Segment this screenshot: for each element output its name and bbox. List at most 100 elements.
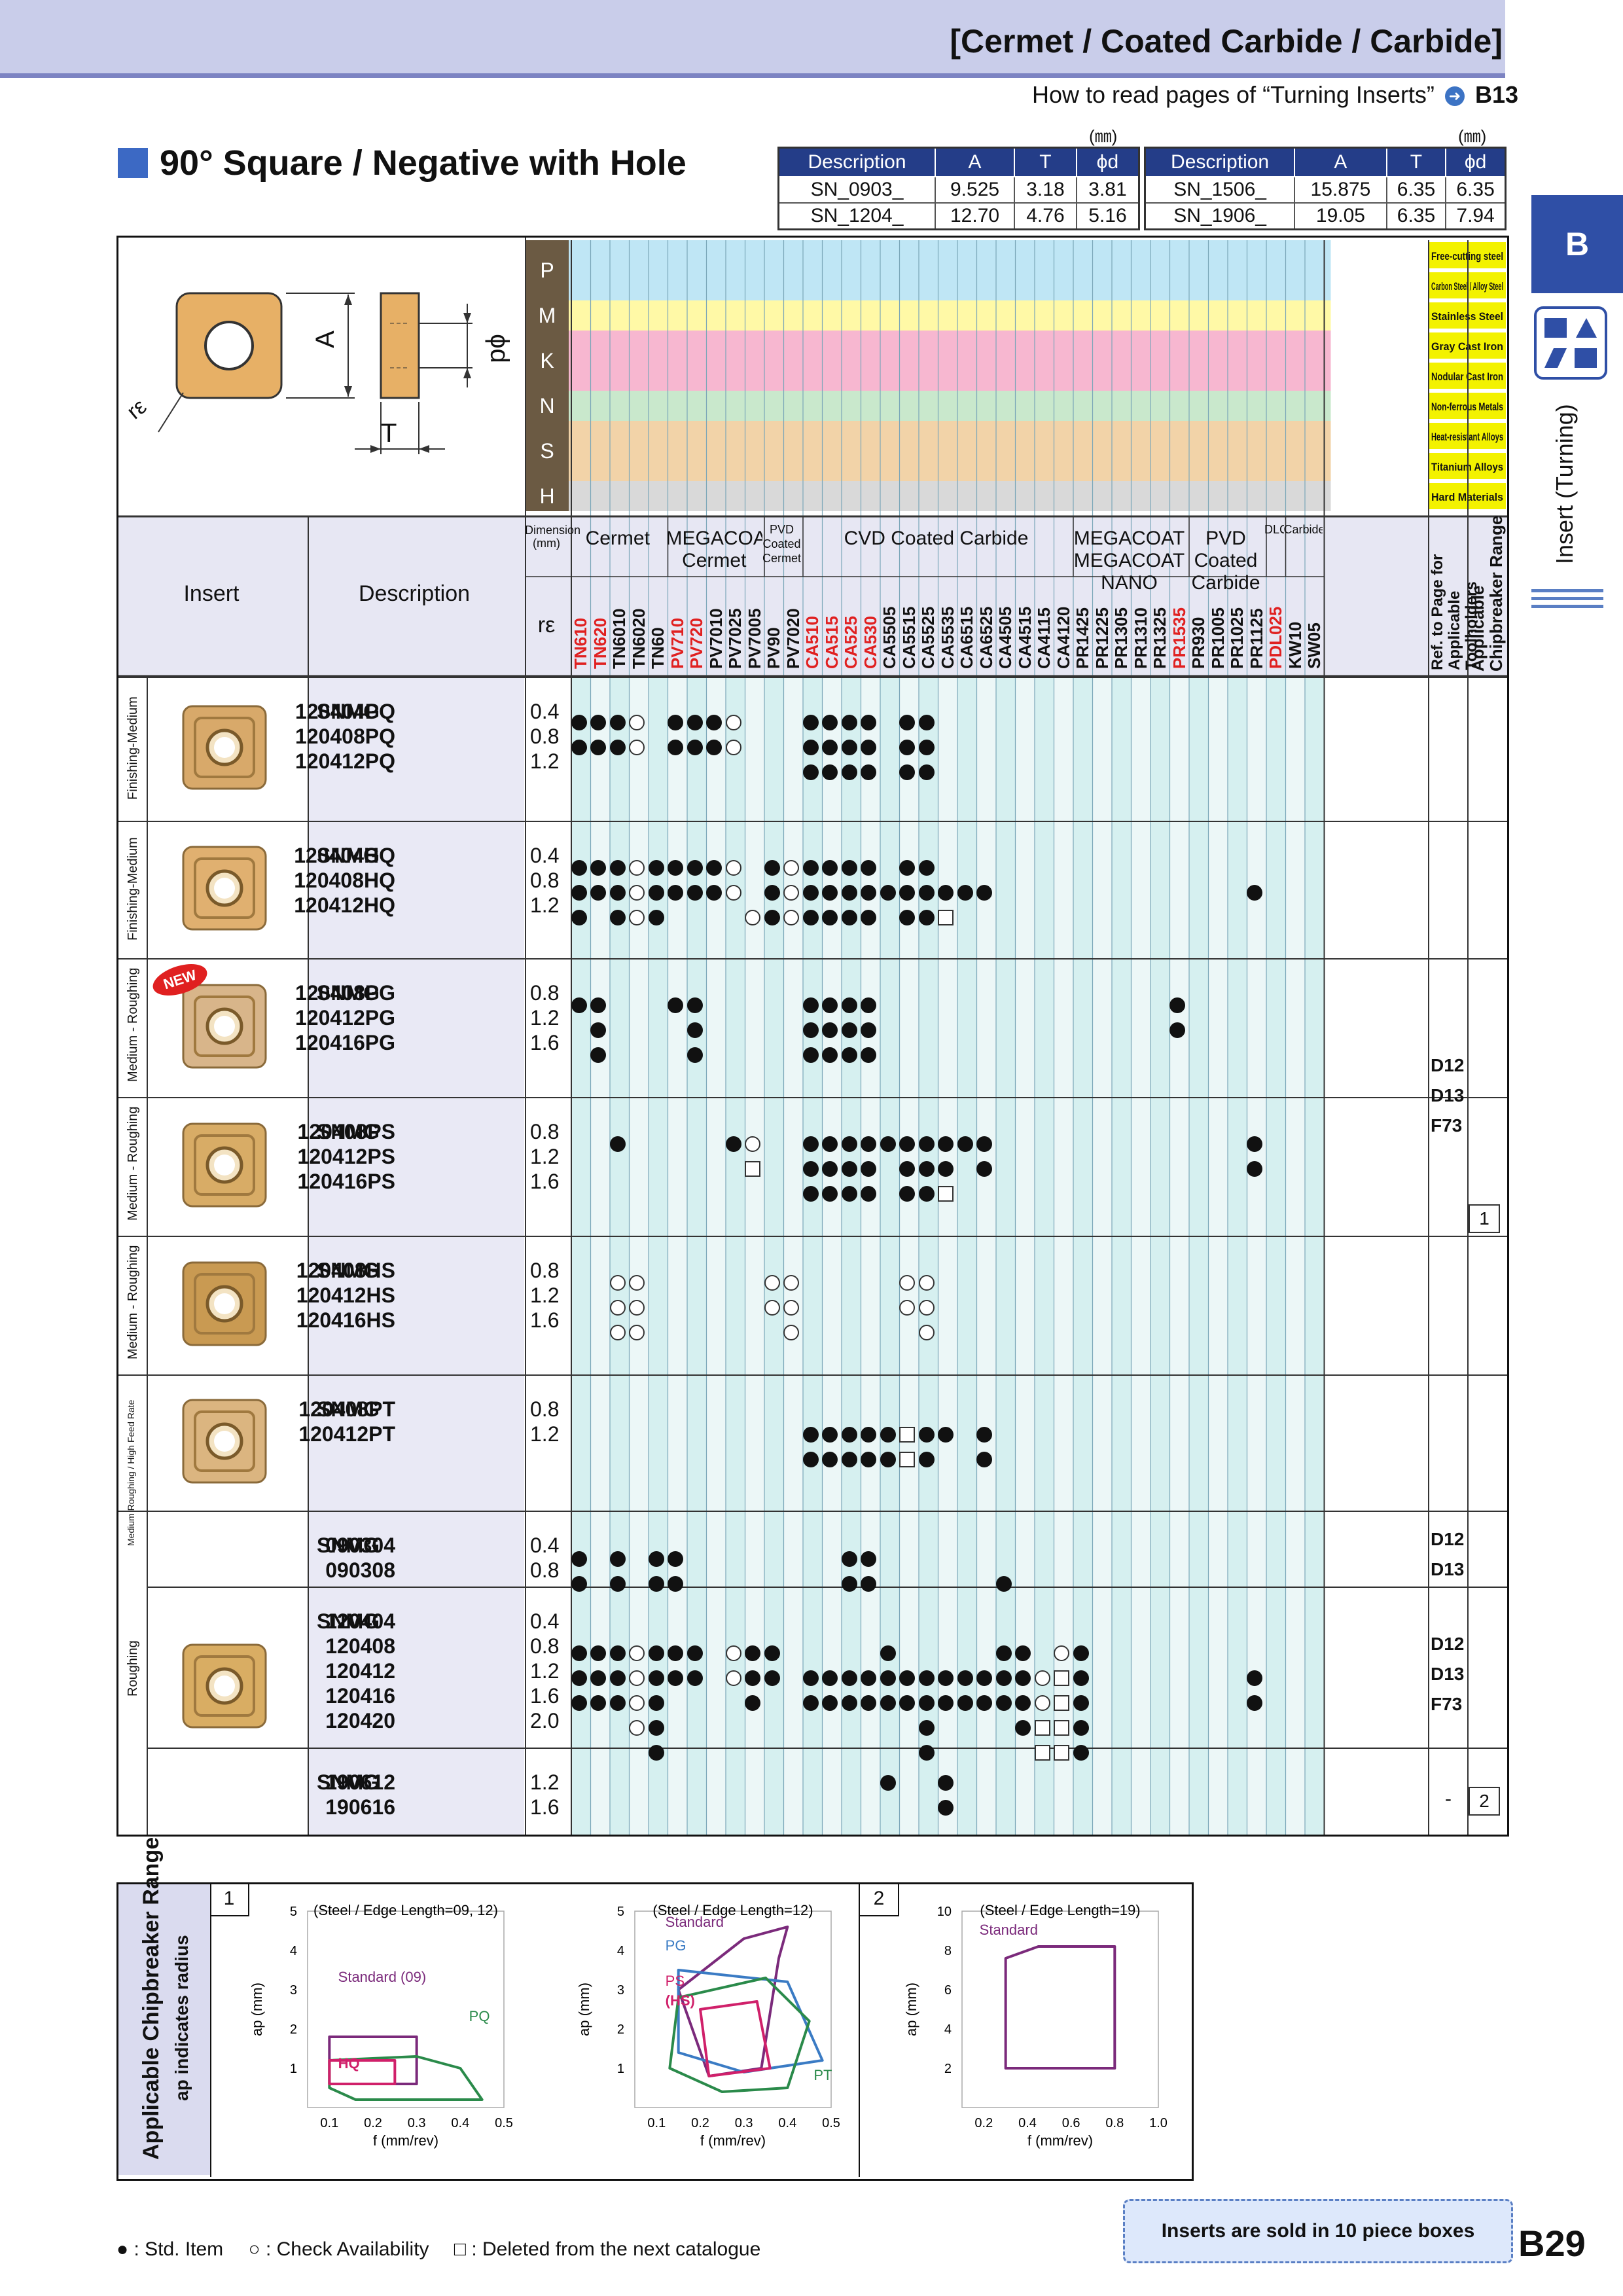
- mark-std: [668, 1645, 684, 1661]
- mark-std: [1247, 1161, 1263, 1177]
- re-value: 1.2: [530, 1283, 560, 1307]
- mark-std: [861, 1186, 877, 1202]
- mark-std: [822, 860, 838, 876]
- mark-std: [938, 1161, 954, 1177]
- grade-PR1310: PR1310: [1130, 607, 1150, 669]
- dim-cell: 15.875: [1294, 176, 1387, 204]
- category-title: [Cermet / Coated Carbide / Carbide]: [950, 23, 1503, 60]
- mark-std: [668, 1670, 684, 1686]
- mark-std: [648, 1695, 664, 1711]
- header-dimension: Dimension (mm): [525, 524, 581, 550]
- mark-check: [609, 1275, 626, 1291]
- re-value: 0.8: [530, 725, 560, 748]
- dim-cell: 3.18: [1014, 176, 1077, 204]
- application-label: Medium Roughing / High Feed Rate: [126, 1399, 136, 1546]
- mark-std: [1169, 997, 1186, 1013]
- dim-cell: 7.94: [1445, 202, 1507, 230]
- mark-check: [629, 1300, 645, 1316]
- grade-CA4505: CA4505: [995, 606, 1015, 669]
- product-code: 120412HQ: [294, 893, 395, 917]
- material-code-box: [526, 421, 569, 481]
- mark-std: [1247, 885, 1263, 901]
- mark-std: [918, 1452, 935, 1467]
- mark-std: [745, 1695, 761, 1711]
- mark-std: [841, 1551, 857, 1567]
- mark-std: [687, 885, 703, 901]
- mark-check: [629, 1670, 645, 1686]
- mark-std: [918, 885, 935, 901]
- dim-cell: 5.16: [1075, 202, 1140, 230]
- mark-std: [764, 885, 780, 901]
- mark-std: [668, 715, 684, 730]
- material-code-box: [526, 300, 569, 331]
- mark-std: [1015, 1645, 1031, 1661]
- mark-std: [609, 1695, 626, 1711]
- mark-std: [861, 1427, 877, 1443]
- mark-std: [802, 1047, 819, 1063]
- y-tick: 5: [290, 1905, 297, 1919]
- re-value: 0.8: [530, 1397, 560, 1421]
- x-label: f (mm/rev): [1027, 2132, 1093, 2149]
- chip-box-2: 2: [860, 1882, 899, 1916]
- y-tick: 3: [290, 1983, 297, 1998]
- howto-link[interactable]: How to read pages of “Turning Inserts” ➜…: [1032, 81, 1518, 109]
- grade-column-bg: [1073, 676, 1093, 1835]
- ref-page: D12: [1431, 1055, 1465, 1075]
- mark-std: [822, 1452, 838, 1467]
- mark-check: [1034, 1670, 1050, 1686]
- mark-std: [609, 715, 626, 730]
- mark-std: [976, 1695, 993, 1711]
- mark-std: [841, 910, 857, 925]
- mark-std: [1169, 1022, 1186, 1038]
- product-code: 120408PT: [298, 1397, 395, 1421]
- mark-std: [899, 740, 916, 755]
- product-code: 120408PG: [294, 981, 395, 1005]
- material-code-N: N: [539, 394, 554, 418]
- mark-std: [706, 860, 722, 876]
- legend-check: ○ : Check Availability: [248, 2238, 429, 2260]
- howto-ref: B13: [1474, 81, 1518, 108]
- section-tab[interactable]: B: [1531, 195, 1623, 293]
- re-value: 1.2: [530, 1770, 560, 1794]
- mark-std: [648, 885, 664, 901]
- dim-cell: SN_0903_: [777, 176, 936, 204]
- mark-std: [841, 885, 857, 901]
- header-group-megacoat_cermet: MEGACOAT Cermet: [666, 528, 763, 571]
- product-code: 120408HQ: [294, 869, 395, 892]
- mark-std: [861, 997, 877, 1013]
- mark-deleted: [1054, 1670, 1070, 1686]
- header-group-dlc: DLC: [1264, 523, 1284, 536]
- mark-std: [648, 910, 664, 925]
- product-code: 090308: [325, 1558, 395, 1582]
- mark-std: [880, 1645, 896, 1661]
- mark-std: [976, 1452, 993, 1467]
- mark-check: [745, 910, 761, 925]
- title-square-icon: [118, 148, 148, 178]
- mark-std: [1073, 1720, 1089, 1736]
- mark-check: [899, 1275, 916, 1291]
- mark-std: [802, 1695, 819, 1711]
- mark-std: [609, 885, 626, 901]
- mark-std: [918, 1670, 935, 1686]
- mark-std: [918, 715, 935, 730]
- mark-check: [899, 1300, 916, 1316]
- page-number: B29: [1518, 2223, 1586, 2264]
- mark-check: [609, 1325, 626, 1340]
- mark-std: [648, 1645, 664, 1661]
- grade-PV7025: PV7025: [725, 608, 745, 669]
- grade-PR1535: PR1535: [1169, 607, 1189, 669]
- mark-std: [880, 1775, 896, 1791]
- y-tick: 6: [944, 1983, 952, 1998]
- mark-std: [802, 885, 819, 901]
- grade-PR1425: PR1425: [1073, 607, 1092, 669]
- mark-std: [861, 1452, 877, 1467]
- insert-image: [182, 705, 267, 790]
- mark-std: [802, 1022, 819, 1038]
- grade-PV720: PV720: [687, 617, 706, 669]
- mark-std: [648, 1720, 664, 1736]
- mark-std: [648, 1576, 664, 1592]
- material-code-box: [526, 240, 569, 300]
- grade-PV710: PV710: [667, 617, 687, 669]
- mark-std: [590, 997, 607, 1013]
- mark-std: [918, 860, 935, 876]
